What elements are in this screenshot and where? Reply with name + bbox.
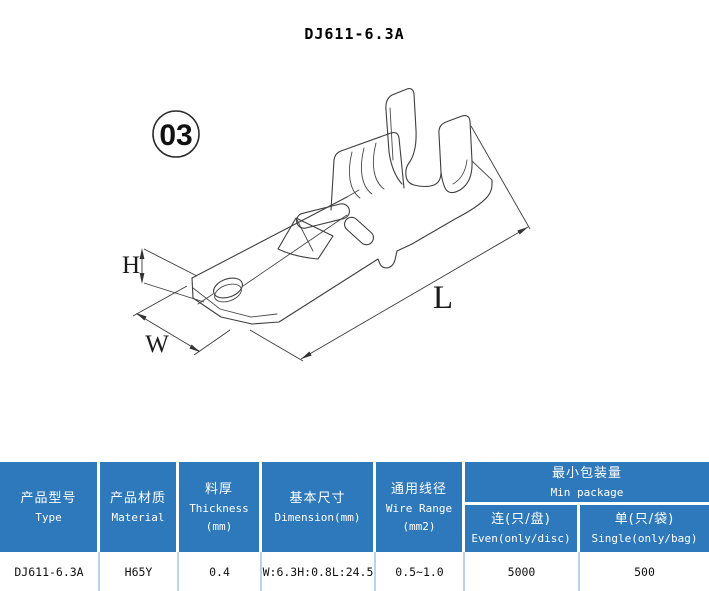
header-min-package: 最小包装量 Min package xyxy=(465,462,709,505)
blade-tip-thickness-line xyxy=(192,287,278,318)
balloon-circle xyxy=(152,110,200,158)
header-material-en: Material xyxy=(111,510,165,524)
l-extension-line-right xyxy=(470,125,531,230)
w-extension-line-left xyxy=(132,285,188,317)
dim-label-w: W xyxy=(145,331,169,358)
blade-transition-edge xyxy=(346,189,360,198)
header-wire-range: 通用线径 Wire Range (mm2) xyxy=(376,462,465,552)
serration-3 xyxy=(372,142,385,190)
header-min-package-zh: 最小包装量 xyxy=(551,465,622,481)
front-wing-inner-curl xyxy=(452,159,468,185)
header-bag-zh: 单(只/袋) xyxy=(614,512,675,527)
header-material: 产品材质 Material xyxy=(100,462,179,552)
header-min-package-en: Min package xyxy=(550,485,624,499)
header-wire-range-zh: 通用线径 xyxy=(390,481,447,497)
wire-barrel-wall xyxy=(330,132,405,211)
emboss-rib-short xyxy=(344,216,374,246)
cell-reel-qty: 5000 xyxy=(465,552,580,591)
locking-lance xyxy=(277,217,334,260)
h-arrow-up xyxy=(139,248,145,259)
h-arrow-down xyxy=(139,273,145,284)
blade-outline xyxy=(191,243,413,325)
back-wing-inner-edge xyxy=(389,107,394,161)
lance-fold-line xyxy=(295,217,314,252)
page-title: DJ611-6.3A xyxy=(304,25,405,43)
header-bag: 单(只/袋) Single(only/bag) xyxy=(580,505,709,552)
serration-2 xyxy=(360,147,373,195)
dimension-length: L xyxy=(249,125,531,362)
barrel-bottom-edge xyxy=(411,179,493,245)
w-dimension-line xyxy=(136,313,200,352)
header-thickness-zh: 料厚 xyxy=(204,481,233,497)
terminal-technical-drawing: 03 H xyxy=(122,88,531,362)
header-reel-zh: 连(只/盘) xyxy=(491,512,551,527)
h-extension-line-upper xyxy=(143,248,198,277)
dimension-width: W xyxy=(132,285,231,358)
header-bag-en: Single(only/bag) xyxy=(591,532,698,545)
spec-table: 产品型号 Type 产品材质 Material 料厚 Thickness (mm… xyxy=(0,462,709,591)
l-dimension-line xyxy=(300,226,529,360)
balloon-callout: 03 xyxy=(152,110,200,158)
balloon-number: 03 xyxy=(159,119,192,152)
tip-crease-line xyxy=(197,293,214,305)
header-thickness-en: Thickness xyxy=(189,501,249,515)
l-arrow-right xyxy=(517,227,528,235)
h-extension-line-lower xyxy=(143,282,205,303)
cell-wire-range: 0.5~1.0 xyxy=(376,552,465,591)
pilot-hole xyxy=(213,277,243,299)
header-type-zh: 产品型号 xyxy=(20,490,77,506)
cell-dimension: W:6.3H:0.8L:24.5 xyxy=(262,552,376,591)
blade-top-edge xyxy=(191,196,348,279)
l-arrow-left xyxy=(301,351,312,359)
cell-bag-qty: 500 xyxy=(580,552,709,591)
emboss-rib-long xyxy=(296,203,350,229)
header-type-en: Type xyxy=(35,510,62,524)
dimension-height: H xyxy=(122,248,205,303)
header-reel-en: Even(only/disc) xyxy=(471,532,571,545)
header-dimension-zh: 基本尺寸 xyxy=(289,490,346,506)
header-type: 产品型号 Type xyxy=(0,462,100,552)
serration-1 xyxy=(348,151,361,199)
header-dimension-en: Dimension(mm) xyxy=(274,510,361,524)
terminal-end-edge xyxy=(471,160,493,181)
header-reel: 连(只/盘) Even(only/disc) xyxy=(465,505,580,552)
header-wire-range-en: Wire Range xyxy=(385,501,453,515)
crimp-wings xyxy=(385,88,473,194)
dim-label-h: H xyxy=(122,252,140,279)
header-thickness: 料厚 Thickness (mm) xyxy=(179,462,262,552)
header-dimension: 基本尺寸 Dimension(mm) xyxy=(262,462,376,552)
header-thickness-unit: (mm) xyxy=(205,519,233,533)
cell-material: H65Y xyxy=(100,552,179,591)
pilot-hole-counterbore xyxy=(214,283,242,303)
l-extension-line-left xyxy=(249,329,304,362)
blade-centerline xyxy=(242,214,348,287)
terminal-body xyxy=(191,88,493,325)
w-arrow-right xyxy=(189,344,200,352)
w-arrow-left xyxy=(136,313,147,321)
cell-type: DJ611-6.3A xyxy=(0,552,100,591)
w-extension-line-right xyxy=(193,329,231,356)
header-material-zh: 产品材质 xyxy=(109,490,166,506)
header-wire-range-unit: (mm2) xyxy=(402,519,436,533)
cell-thickness: 0.4 xyxy=(179,552,262,591)
dim-label-l: L xyxy=(433,280,453,316)
